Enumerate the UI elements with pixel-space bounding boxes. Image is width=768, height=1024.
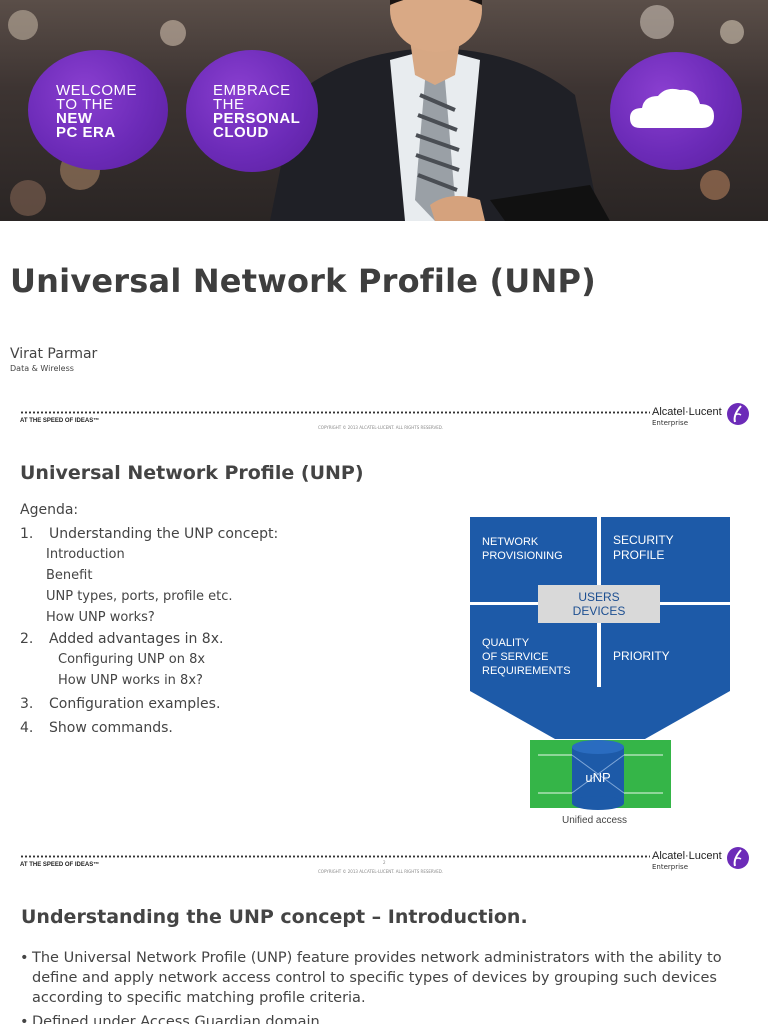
agenda-subitem: Introduction xyxy=(46,547,125,562)
slide3-title: Understanding the UNP concept – Introduc… xyxy=(21,906,528,928)
cloud-icon-bubble xyxy=(610,52,742,170)
slide-footer: AT THE SPEED OF IDEAS™ 2 COPYRIGHT © 201… xyxy=(0,847,768,887)
unp-diagram: NETWORK PROVISIONING SECURITY PROFILE QU… xyxy=(470,517,730,827)
label-line: REQUIREMENTS xyxy=(482,665,571,677)
bubble-line: EMBRACE xyxy=(213,82,291,99)
agenda-item: 1. Understanding the UNP concept: xyxy=(20,526,440,547)
footer-copyright: COPYRIGHT © 2013 ALCATEL-LUCENT. ALL RIG… xyxy=(318,425,444,430)
author-department: Data & Wireless xyxy=(10,364,74,373)
bokeh-light xyxy=(8,10,38,40)
bubble-line: WELCOME xyxy=(56,82,138,99)
dotted-divider xyxy=(20,855,650,858)
agenda-item: 4. Show commands. xyxy=(20,720,440,741)
brand-name: Alcatel·Lucent xyxy=(652,850,722,862)
footer-tagline: AT THE SPEED OF IDEAS™ xyxy=(20,418,100,424)
bokeh-light xyxy=(160,20,186,46)
agenda-text: Understanding the UNP concept: xyxy=(49,526,279,542)
label-line: USERS xyxy=(578,590,620,604)
footer-tagline: AT THE SPEED OF IDEAS™ xyxy=(20,862,100,868)
agenda-item: 2. Added advantages in 8x. xyxy=(20,631,440,652)
label-line: SECURITY xyxy=(613,533,674,547)
agenda-number: 2. xyxy=(20,631,34,647)
agenda-subitem: Configuring UNP on 8x xyxy=(58,652,206,667)
brand-subtitle: Enterprise xyxy=(652,863,689,871)
agenda-text: Show commands. xyxy=(49,720,173,736)
unp-cylinder xyxy=(572,747,624,803)
agenda-subitem: Benefit xyxy=(46,568,93,583)
agenda-text: Added advantages in 8x. xyxy=(49,631,224,647)
slide1-title: Universal Network Profile (UNP) xyxy=(10,262,596,300)
bubble-line: THE xyxy=(213,96,245,113)
label-line: NETWORK xyxy=(482,536,539,548)
footer-copyright: COPYRIGHT © 2013 ALCATEL-LUCENT. ALL RIG… xyxy=(318,869,444,874)
cloud-bubble: EMBRACE THE PERSONAL CLOUD xyxy=(186,50,318,172)
agenda-number: 3. xyxy=(20,696,34,712)
brand-subtitle: Enterprise xyxy=(652,419,689,427)
label-line: DEVICES xyxy=(572,604,626,618)
page-number: 2 xyxy=(383,860,386,865)
bullet-item: The Universal Network Profile (UNP) feat… xyxy=(20,948,760,1008)
businessman-image xyxy=(270,0,610,221)
network-provisioning-label: NETWORK PROVISIONING xyxy=(482,535,563,563)
bokeh-light xyxy=(700,170,730,200)
bubble-line: CLOUD xyxy=(213,124,269,141)
alcatel-logo-icon xyxy=(727,847,749,869)
label-line: PROVISIONING xyxy=(482,550,563,562)
agenda-number: 1. xyxy=(20,526,34,542)
slide-footer: AT THE SPEED OF IDEAS™ COPYRIGHT © 2013 … xyxy=(0,403,768,443)
funnel-arrow xyxy=(470,687,730,739)
author-name: Virat Parmar xyxy=(10,346,98,362)
bubble-line: PC ERA xyxy=(56,124,116,141)
agenda-text: Configuration examples. xyxy=(49,696,221,712)
priority-label: PRIORITY xyxy=(613,649,670,663)
agenda-label: Agenda: xyxy=(20,502,79,518)
users-devices-box: USERS DEVICES xyxy=(538,585,660,623)
hero-banner: WELCOME TO THE NEW PC ERA EMBRACE THE PE… xyxy=(0,0,768,221)
agenda-subitem: How UNP works? xyxy=(46,610,155,625)
bullet-item: Defined under Access Guardian domain. xyxy=(20,1012,760,1024)
label-line: QUALITY xyxy=(482,637,530,649)
agenda-subitem: How UNP works in 8x? xyxy=(58,673,203,688)
bubble-line: PERSONAL xyxy=(213,110,301,127)
welcome-bubble: WELCOME TO THE NEW PC ERA xyxy=(28,50,168,170)
unified-access-caption: Unified access xyxy=(562,815,628,826)
agenda-subitem: UNP types, ports, profile etc. xyxy=(46,589,233,604)
cloud-icon xyxy=(630,88,714,128)
agenda-item: 3. Configuration examples. xyxy=(20,696,440,720)
agenda-list: 1. Understanding the UNP concept: Introd… xyxy=(20,526,440,741)
label-line: OF SERVICE xyxy=(482,651,549,663)
unp-label: uNP xyxy=(585,770,611,785)
label-line: PROFILE xyxy=(613,548,665,562)
bullet-list: The Universal Network Profile (UNP) feat… xyxy=(20,948,760,1024)
bokeh-light xyxy=(10,180,46,216)
bubble-line: NEW xyxy=(56,110,93,127)
slide2-title: Universal Network Profile (UNP) xyxy=(20,462,364,484)
security-profile-label: SECURITY PROFILE xyxy=(613,533,674,563)
agenda-number: 4. xyxy=(20,720,34,736)
qos-label: QUALITY OF SERVICE REQUIREMENTS xyxy=(482,636,571,678)
alcatel-logo-icon xyxy=(727,403,749,425)
brand-name: Alcatel·Lucent xyxy=(652,406,722,418)
dotted-divider xyxy=(20,411,650,414)
bubble-line: TO THE xyxy=(56,96,114,113)
bokeh-light xyxy=(640,5,674,39)
bokeh-light xyxy=(720,20,744,44)
